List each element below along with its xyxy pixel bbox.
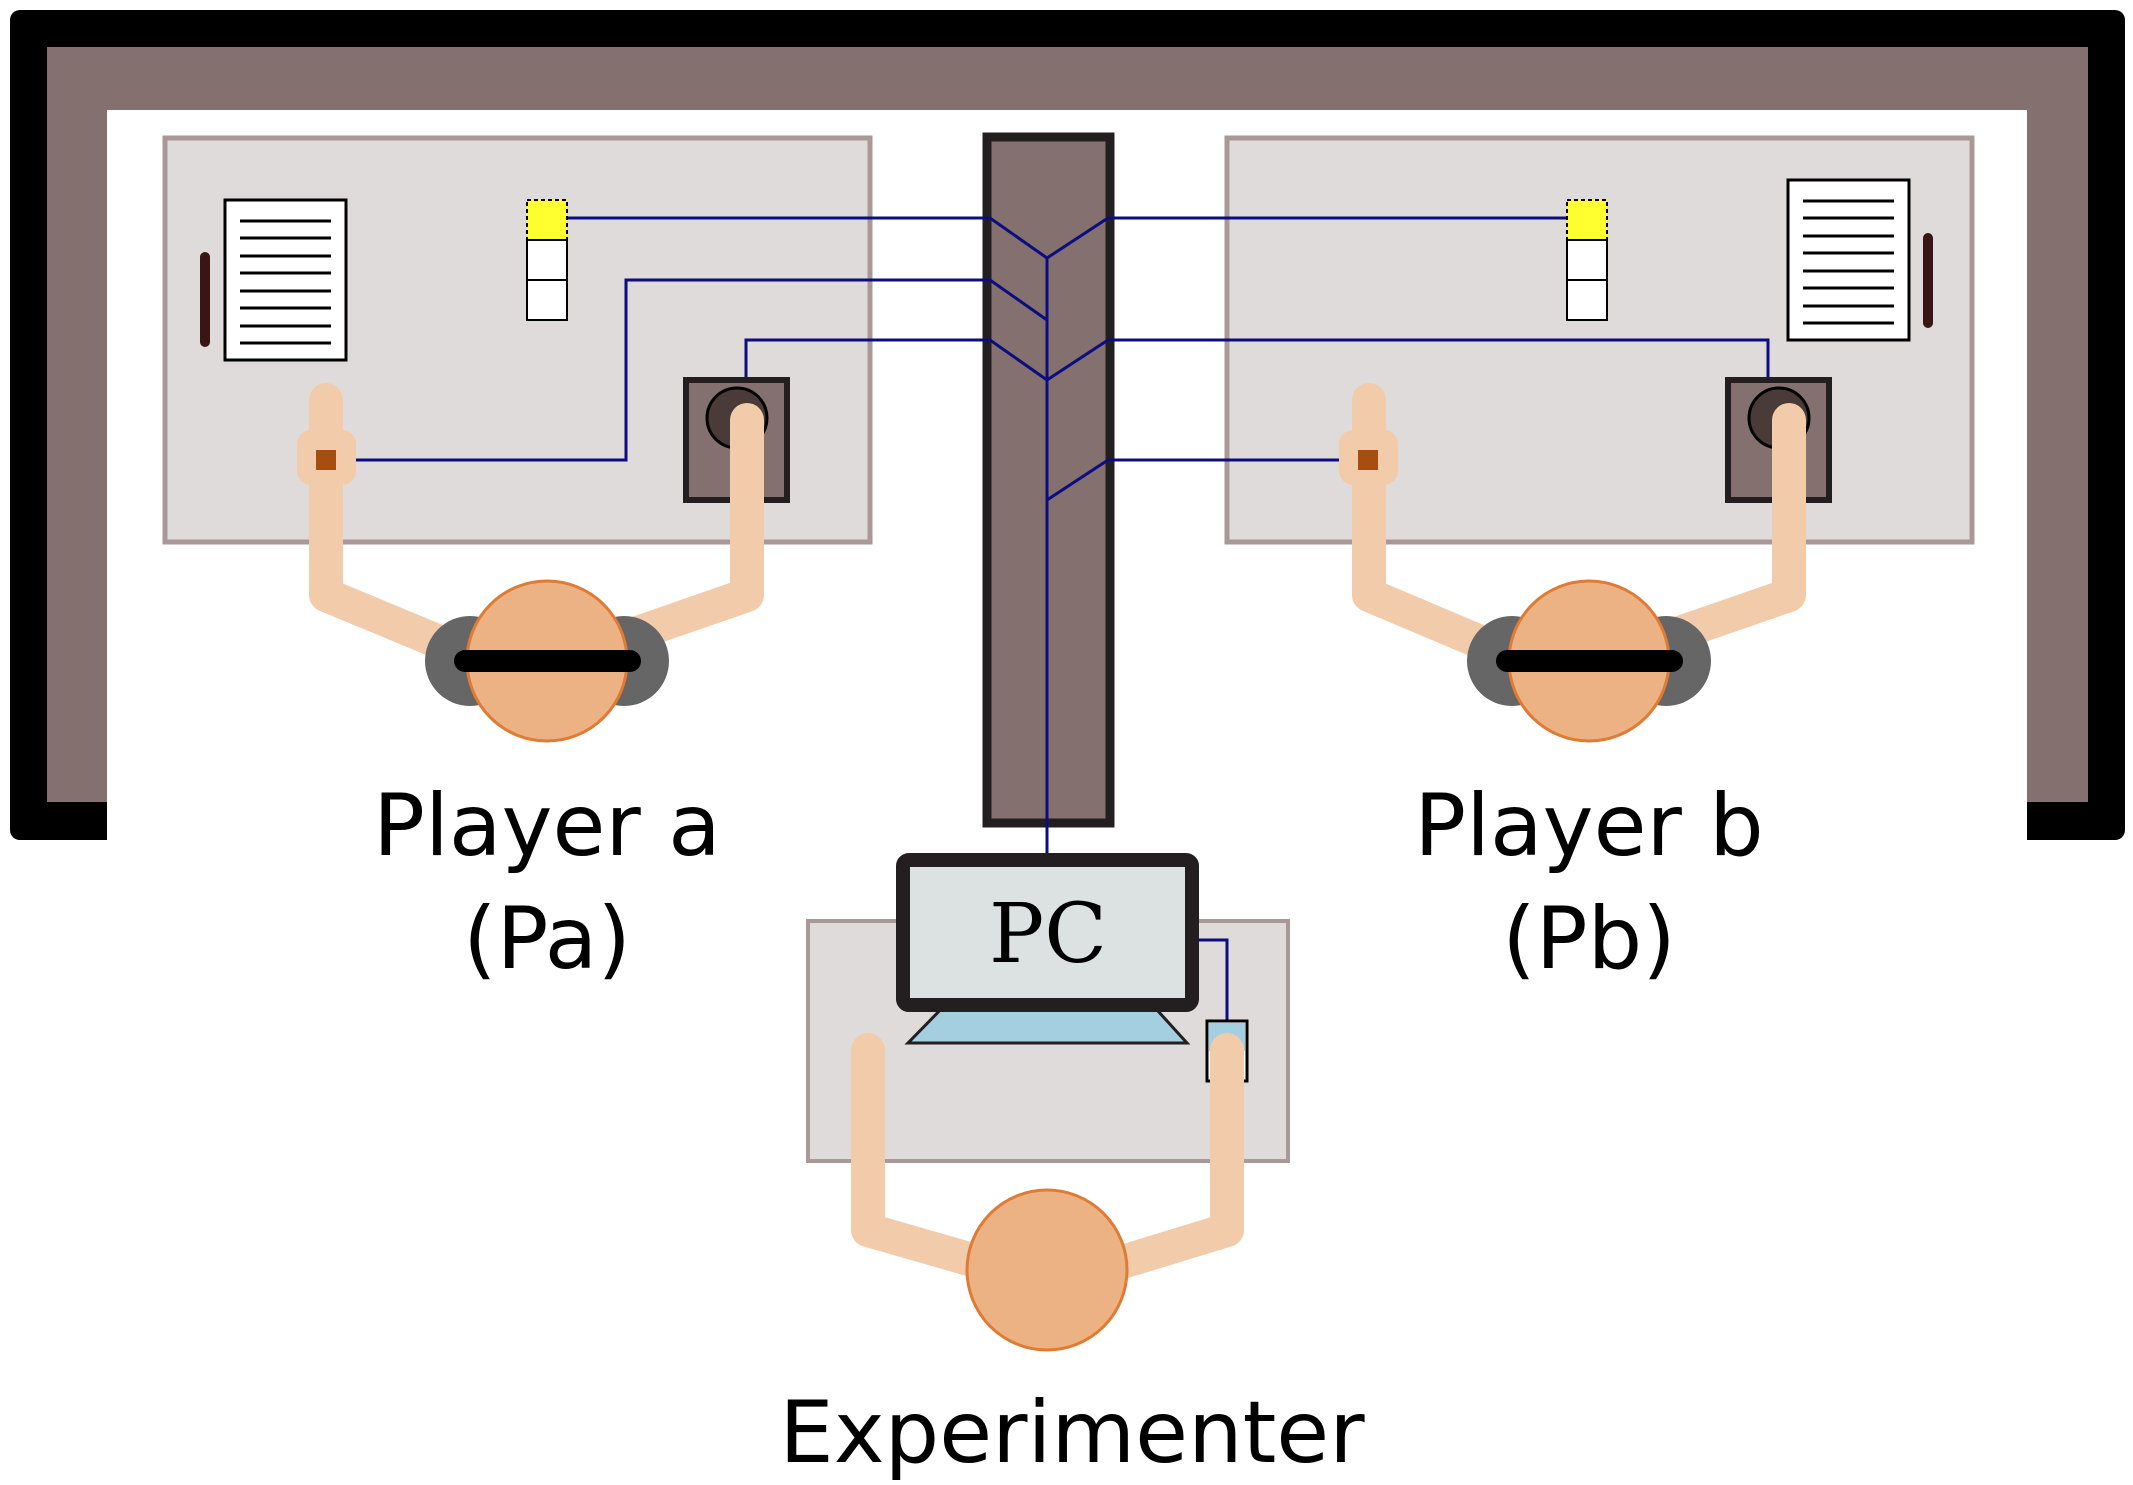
light-indicator-icon — [526, 199, 568, 321]
laptop-icon — [896, 853, 1199, 1045]
paper-sheet-icon — [1786, 178, 1911, 342]
player-a-label: Player a — [373, 776, 721, 876]
experimenter-head — [965, 1188, 1129, 1352]
light-indicator-icon — [1566, 199, 1608, 321]
sensor-a — [316, 450, 336, 470]
player-a-abbrev: (Pa) — [463, 889, 631, 989]
wire-sensor-a — [325, 278, 1048, 462]
player-b-figure — [1339, 383, 1806, 743]
player-b-abbrev: (Pb) — [1502, 889, 1676, 989]
player-b-label: Player b — [1414, 776, 1764, 876]
experimenter-left-arm — [851, 1033, 1017, 1285]
wire-sensor-b — [1046, 458, 1368, 502]
experimenter-right-arm — [1063, 1033, 1244, 1292]
sensor-b — [1358, 450, 1378, 470]
paper-holder-b — [1923, 233, 1933, 328]
player-a-button-finger — [731, 420, 763, 510]
experimenter-left-hand — [852, 1050, 884, 1090]
experimenter-label: Experimenter — [779, 1383, 1365, 1483]
wire-button-a — [744, 338, 1048, 382]
wire-light-a — [563, 216, 1048, 260]
laptop-screen — [896, 853, 1199, 1012]
experimenter-figure — [851, 1033, 1244, 1352]
player-b-button-finger — [1773, 420, 1805, 510]
paper-holder-a — [200, 252, 210, 347]
wire-button-b — [1046, 338, 1770, 382]
wire-mouse — [1195, 938, 1229, 1022]
paper-sheet-icon — [223, 198, 348, 362]
wire-light-b — [1046, 216, 1586, 260]
player-a-equipment — [200, 198, 790, 503]
player-a-figure — [297, 383, 764, 743]
wiring — [325, 216, 1770, 1022]
pc-label: PC — [989, 887, 1107, 982]
